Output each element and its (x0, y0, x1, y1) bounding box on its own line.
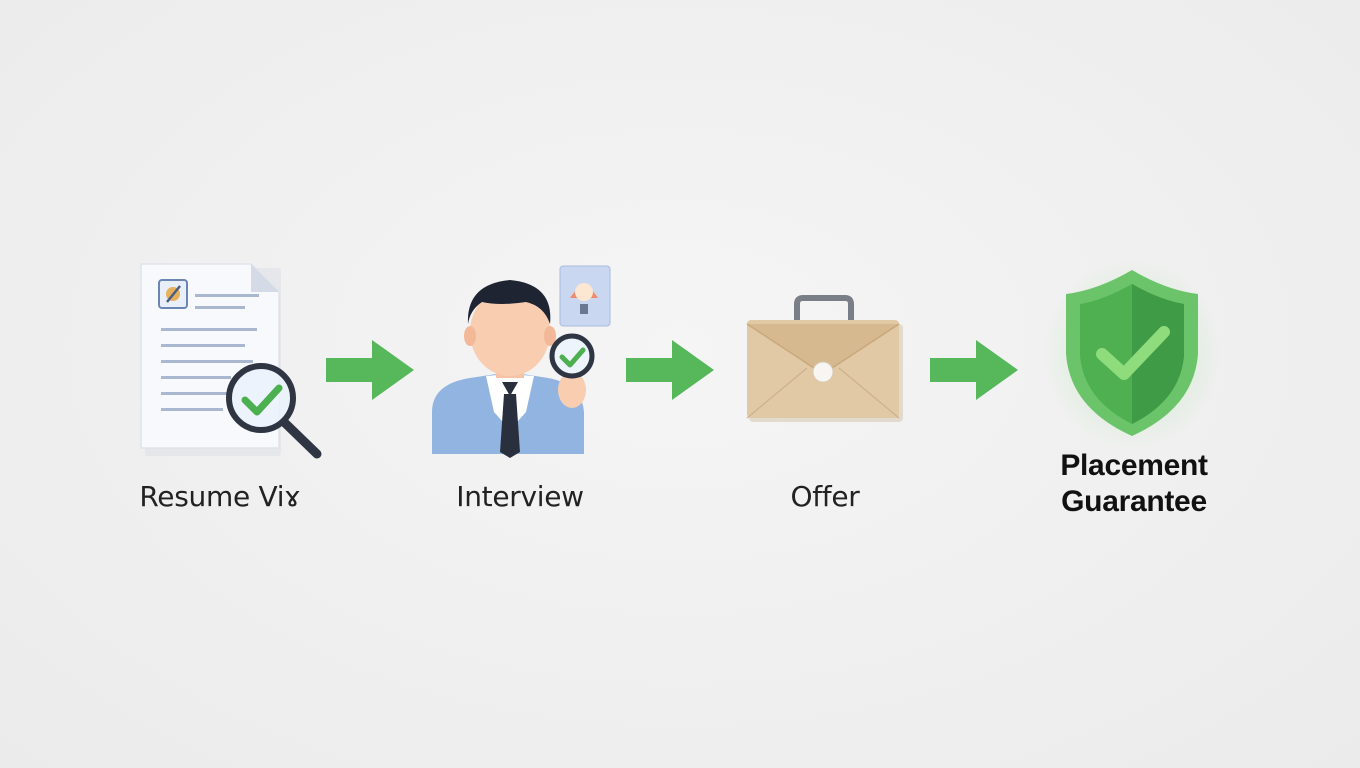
stage-label-placement: Placement Guarantee (1034, 448, 1234, 520)
stage-label-resume: Resume Viɤ (139, 480, 301, 513)
arrow-right-icon (326, 340, 414, 400)
arrow-right-icon (930, 340, 1018, 400)
stage-label-placement-line2: Guarantee (1061, 485, 1207, 518)
stage-label-interview: Interview (456, 480, 584, 513)
briefcase-envelope-icon (746, 295, 903, 422)
stage-label-placement-line1: Placement (1060, 449, 1208, 482)
arrow-right-icon (626, 340, 714, 400)
stage-label-offer: Offer (790, 480, 860, 513)
shield-check-icon (1042, 258, 1222, 450)
interviewer-icon (432, 265, 611, 458)
resume-review-icon (140, 263, 322, 459)
